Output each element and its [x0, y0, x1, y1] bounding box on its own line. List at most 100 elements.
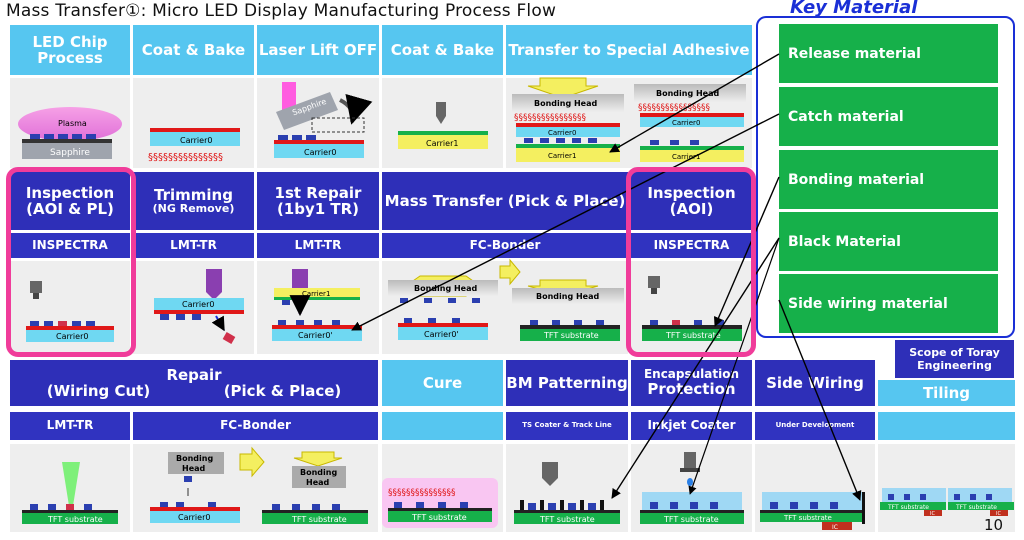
illustration-trimming: Carrier0 [154, 269, 244, 344]
carrier0-substrate [516, 127, 620, 137]
header-tiling: Tiling [878, 380, 1015, 406]
label-bonding-head-6a: Bonding [300, 468, 337, 477]
chip [528, 503, 536, 510]
chip-ng [66, 504, 74, 510]
illustration-coat-bake-2: Carrier1 [398, 102, 488, 149]
label-carrier0p-1: Carrier0' [298, 331, 333, 340]
ic-chip [990, 510, 1008, 516]
illustration-bm-patterning: TFT substrate [514, 462, 620, 524]
carrier1-substrate [274, 288, 360, 297]
equipment-inspectra-2: INSPECTRA [631, 233, 752, 258]
tft-substrate [760, 513, 864, 522]
header-inspection-aoi: Inspection (AOI) [631, 172, 752, 230]
chip [160, 502, 168, 507]
heat-wave: §§§§§§§§§§§§§§§ [148, 152, 223, 163]
illustration-laser-lift: Sapphire Carrier0 [274, 82, 373, 158]
chip [306, 135, 316, 140]
tft-substrate [642, 329, 742, 341]
tile-encap [948, 488, 1012, 502]
ic-chip [822, 522, 852, 530]
chip [192, 314, 201, 320]
label-ic-2: IC [930, 511, 935, 517]
illustration-side-wiring: TFT substrate IC [760, 492, 865, 531]
chip [86, 321, 95, 326]
coater-nozzle [542, 462, 558, 486]
arrow-catch [351, 113, 780, 331]
label-carrier0-4: Carrier0 [672, 119, 700, 127]
black-matrix [600, 500, 604, 510]
key-material-release: Release material [779, 24, 998, 83]
chip [278, 135, 288, 140]
scope-label: Scope of Toray Engineering [895, 340, 1014, 378]
carrier0-substrate [154, 298, 244, 310]
side-wire [862, 492, 865, 524]
heat-wave: §§§§§§§§§§§§§§§§ [638, 103, 711, 113]
panel-coat-bake-1 [133, 78, 254, 168]
chip [556, 138, 565, 143]
carrier1-substrate [516, 148, 620, 162]
tft-substrate [520, 329, 620, 341]
chip [530, 320, 538, 325]
chip [424, 298, 432, 303]
page-number: 10 [984, 516, 1004, 534]
chip [416, 502, 424, 508]
carrier1-substrate [398, 135, 488, 149]
equipment-cure-empty [382, 412, 503, 440]
release-layer [26, 326, 114, 330]
chip [314, 320, 322, 325]
chip [588, 138, 597, 143]
release-layer [640, 113, 744, 117]
black-matrix [520, 500, 524, 510]
chip [400, 298, 408, 303]
chip [278, 320, 286, 325]
header-coat-bake-1: Coat & Bake [133, 25, 254, 75]
arrow-bonding [713, 176, 780, 327]
chip [790, 502, 798, 509]
header-trimming-sub: (NG Remove) [152, 202, 235, 216]
equipment-inkjet-coater: Inkjet Coater [631, 412, 752, 440]
chip [540, 138, 549, 143]
camera [30, 281, 42, 293]
chip [448, 298, 456, 303]
release-layer [150, 507, 240, 511]
sapphire-lifted [276, 92, 338, 130]
chip [452, 318, 460, 323]
panel-coat-bake-2 [382, 78, 503, 168]
equipment-lmt-tr-2: LMT-TR [257, 233, 379, 258]
label-carrier1-4: Carrier1 [302, 290, 330, 298]
tile-tft [880, 502, 946, 510]
chip [292, 135, 302, 140]
chip [44, 134, 54, 139]
chip [184, 476, 192, 482]
chip [650, 502, 658, 509]
tft-substrate [22, 513, 118, 524]
layer [22, 510, 118, 513]
chip [312, 504, 320, 510]
equipment-tiling-empty [878, 412, 1015, 440]
label-carrier0: Carrier0 [180, 136, 212, 145]
illustration-tiling: TFT substrate TFT substrate IC IC [880, 488, 1014, 517]
chip [904, 494, 910, 500]
key-material-bonding: Bonding material [779, 150, 998, 209]
layer [642, 325, 742, 329]
header-transfer-special-adhesive: Transfer to Special Adhesive [506, 25, 752, 75]
equipment-inspectra-1: INSPECTRA [10, 233, 130, 258]
catch-layer [274, 297, 360, 300]
release-layer [272, 325, 362, 329]
sapphire-substrate [22, 143, 112, 159]
carrier0-substrate [640, 117, 744, 127]
label-bonding-head-6b: Head [306, 478, 330, 487]
header-side-wiring: Side Wiring [755, 360, 875, 406]
chip [208, 502, 216, 507]
header-mass-transfer: Mass Transfer (Pick & Place) [382, 172, 628, 230]
layer [760, 510, 864, 513]
down-arrow [527, 77, 599, 99]
heat-wave: §§§§§§§§§§§§§§§§ [514, 113, 587, 123]
illustration-inspection-1: Carrier0 [26, 281, 114, 342]
chip [460, 502, 468, 508]
chip [272, 504, 280, 510]
arrow-black-2 [688, 237, 780, 495]
highlight-inspection-1 [6, 167, 136, 357]
carrier0-substrate [150, 511, 240, 523]
